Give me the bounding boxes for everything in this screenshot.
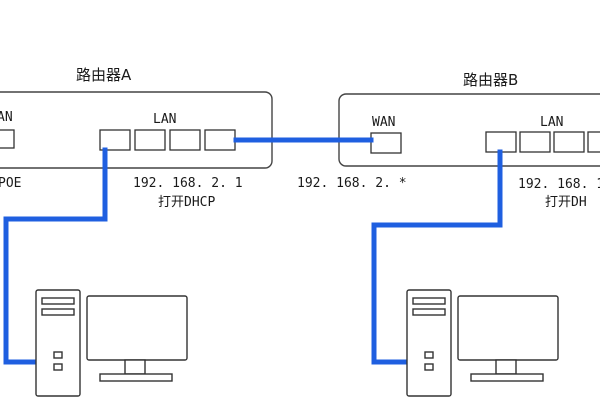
router-a-lan-port-1 bbox=[99, 129, 131, 151]
router-b-title: 路由器B bbox=[463, 71, 518, 89]
router-a: 路由器A AN LAN bbox=[0, 66, 273, 169]
router-b-lan-port-2 bbox=[519, 131, 551, 153]
computer-b bbox=[406, 289, 559, 397]
router-a-lan-label: LAN bbox=[153, 112, 176, 127]
router-a-title: 路由器A bbox=[76, 66, 132, 84]
router-a-poe-note: POE bbox=[0, 176, 21, 191]
router-a-ip: 192. 168. 2. 1 bbox=[133, 176, 243, 191]
computer-a bbox=[35, 289, 188, 397]
monitor-icon bbox=[457, 295, 559, 382]
monitor-icon bbox=[86, 295, 188, 382]
desktop-computer-icon bbox=[406, 289, 452, 397]
router-a-wan-port bbox=[0, 129, 15, 149]
router-b-dhcp: 打开DH bbox=[545, 195, 587, 210]
router-b-lan-port-4 bbox=[587, 131, 600, 153]
router-b-lan-port-3 bbox=[553, 131, 585, 153]
router-a-lan-port-3 bbox=[169, 129, 201, 151]
desktop-computer-icon bbox=[35, 289, 81, 397]
link-ip-label: 192. 168. 2. * bbox=[297, 176, 407, 191]
cable-b-to-pc bbox=[371, 149, 503, 365]
router-a-lan-port-2 bbox=[134, 129, 166, 151]
router-a-lan-port-4 bbox=[204, 129, 236, 151]
router-b-lan-label: LAN bbox=[540, 115, 563, 130]
router-b-wan-label: WAN bbox=[372, 115, 395, 130]
router-b-lan-port-1 bbox=[485, 131, 517, 153]
router-b-body bbox=[338, 93, 600, 167]
router-a-wan-label: AN bbox=[0, 110, 13, 125]
router-b: 路由器B WAN LAN bbox=[338, 71, 600, 167]
cable-a-to-pc bbox=[3, 147, 108, 365]
router-b-ip: 192. 168. 1 bbox=[518, 177, 600, 192]
router-b-wan-port bbox=[370, 132, 402, 154]
router-a-dhcp: 打开DHCP bbox=[158, 195, 215, 210]
